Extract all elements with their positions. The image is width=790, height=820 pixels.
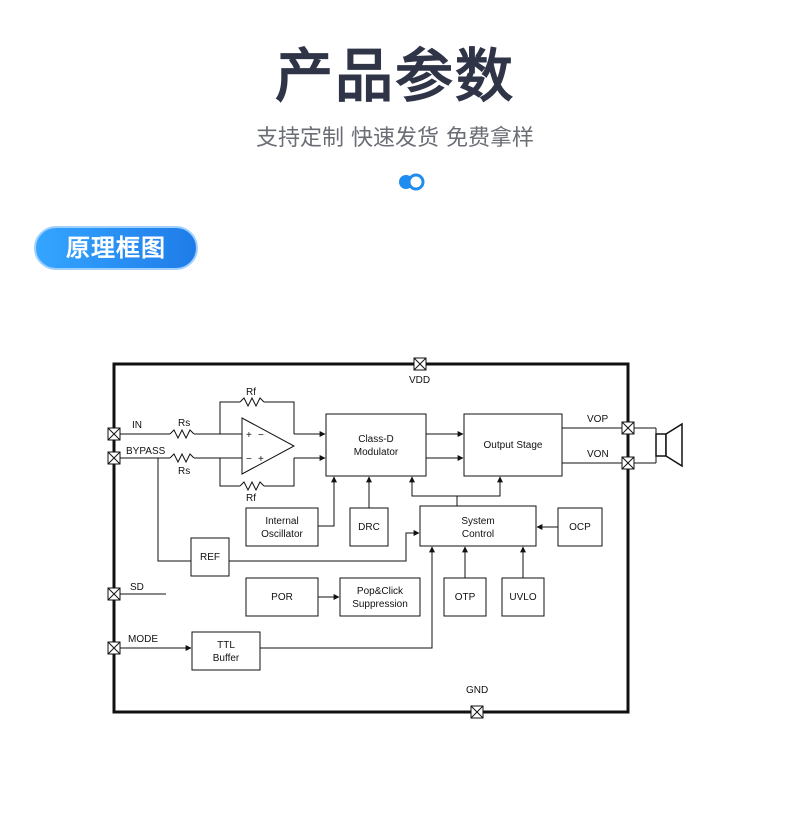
block-ttl-buffer <box>191 631 261 671</box>
label-rf-bottom: Rf <box>246 493 256 504</box>
block-ocp-label: OCP <box>569 522 591 533</box>
block-pop-click-suppression <box>339 577 421 617</box>
pin-in-icon <box>107 427 121 441</box>
opamp-icon <box>241 417 296 475</box>
block-class-d-label-1: Class-D <box>358 434 394 445</box>
label-vdd: VDD <box>409 375 430 386</box>
section-badge: 原理框图 <box>34 226 198 270</box>
opamp-plus-top: + <box>246 430 252 441</box>
block-sysctrl-label-1: System <box>461 516 494 527</box>
block-ref <box>190 537 230 577</box>
pin-gnd-icon <box>470 705 484 719</box>
block-otp-label: OTP <box>455 592 476 603</box>
opamp-minus-bottom: − <box>246 454 252 465</box>
pin-vdd-icon <box>413 357 427 371</box>
block-por <box>245 577 319 617</box>
label-bypass: BYPASS <box>126 446 166 457</box>
pin-bypass-icon <box>107 451 121 465</box>
block-class-d-label-2: Modulator <box>354 447 399 458</box>
block-otp <box>443 577 487 617</box>
opamp-minus-top: − <box>258 430 264 441</box>
block-osc-label-1: Internal <box>265 516 298 527</box>
label-gnd: GND <box>466 685 488 696</box>
block-pop-label-2: Suppression <box>352 599 408 610</box>
page-title: 产品参数 <box>274 42 515 110</box>
block-sysctrl-label-2: Control <box>462 529 494 540</box>
block-ref-label: REF <box>200 552 220 563</box>
block-class-d-modulator <box>325 413 427 477</box>
label-in: IN <box>132 420 142 431</box>
label-rf-top: Rf <box>246 387 256 398</box>
label-vop: VOP <box>587 414 608 425</box>
block-internal-oscillator <box>245 507 319 547</box>
pin-von-icon <box>621 456 635 470</box>
block-ttl-label-1: TTL <box>217 640 235 651</box>
label-von: VON <box>587 449 609 460</box>
pin-sd-icon <box>107 587 121 601</box>
resistor-rf-bottom-icon <box>239 480 265 492</box>
speaker-icon <box>655 422 683 468</box>
block-output-stage-label: Output Stage <box>484 440 543 451</box>
resistor-rf-top-icon <box>239 396 265 408</box>
block-ttl-label-2: Buffer <box>213 653 240 664</box>
resistor-rs-top-icon <box>169 428 195 440</box>
chip-outline <box>112 362 630 714</box>
label-rs-bottom: Rs <box>178 466 190 477</box>
section-badge-label: 原理框图 <box>66 234 166 262</box>
block-osc-label-2: Oscillator <box>261 529 303 540</box>
label-mode: MODE <box>128 634 158 645</box>
block-drc-label: DRC <box>358 522 380 533</box>
block-system-control <box>419 505 537 547</box>
block-output-stage <box>463 413 563 477</box>
decorative-dots-icon <box>399 173 425 191</box>
block-pop-label-1: Pop&Click <box>357 586 404 597</box>
block-drc <box>349 507 389 547</box>
block-por-label: POR <box>271 592 293 603</box>
block-uvlo-label: UVLO <box>509 592 536 603</box>
label-rs-top: Rs <box>178 418 190 429</box>
block-uvlo <box>501 577 545 617</box>
pin-vop-icon <box>621 421 635 435</box>
page-subtitle: 支持定制 快速发货 免费拿样 <box>256 126 534 151</box>
resistor-rs-bottom-icon <box>169 452 195 464</box>
pin-mode-icon <box>107 641 121 655</box>
opamp-plus-bottom: + <box>258 454 264 465</box>
label-sd: SD <box>130 582 144 593</box>
